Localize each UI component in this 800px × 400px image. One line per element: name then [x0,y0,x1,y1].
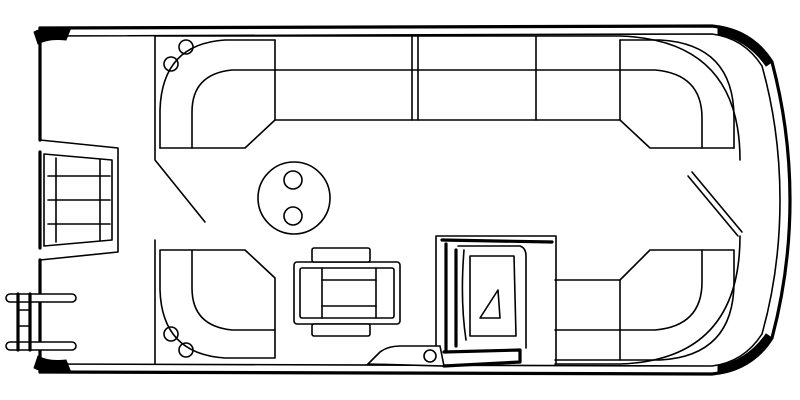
cup-holder-icon [178,342,194,358]
table-cup-holder-icon [283,206,303,226]
cup-holder-icon [163,326,179,342]
top-lounge [154,35,741,223]
stern-corner-top-icon [33,27,71,45]
bow-gate [687,171,743,237]
bow-cleat-bottom-icon [717,333,773,375]
stern-platform [38,139,119,261]
bottom-rear-lounge [154,239,276,365]
table-cup-holder-icon [283,170,303,190]
helm-console [366,235,557,368]
bow-cleat-top-icon [717,25,773,67]
deck-outline [38,24,792,376]
boarding-ladder-icon [5,292,77,352]
center-table [257,161,331,235]
cup-holder-icon [163,56,179,72]
bottom-bow-lounge [554,235,741,365]
helm-seat [293,247,401,337]
stern-corner-bottom-icon [33,355,71,373]
cup-holder-icon [178,39,194,55]
throttle-knob-icon [423,349,437,363]
